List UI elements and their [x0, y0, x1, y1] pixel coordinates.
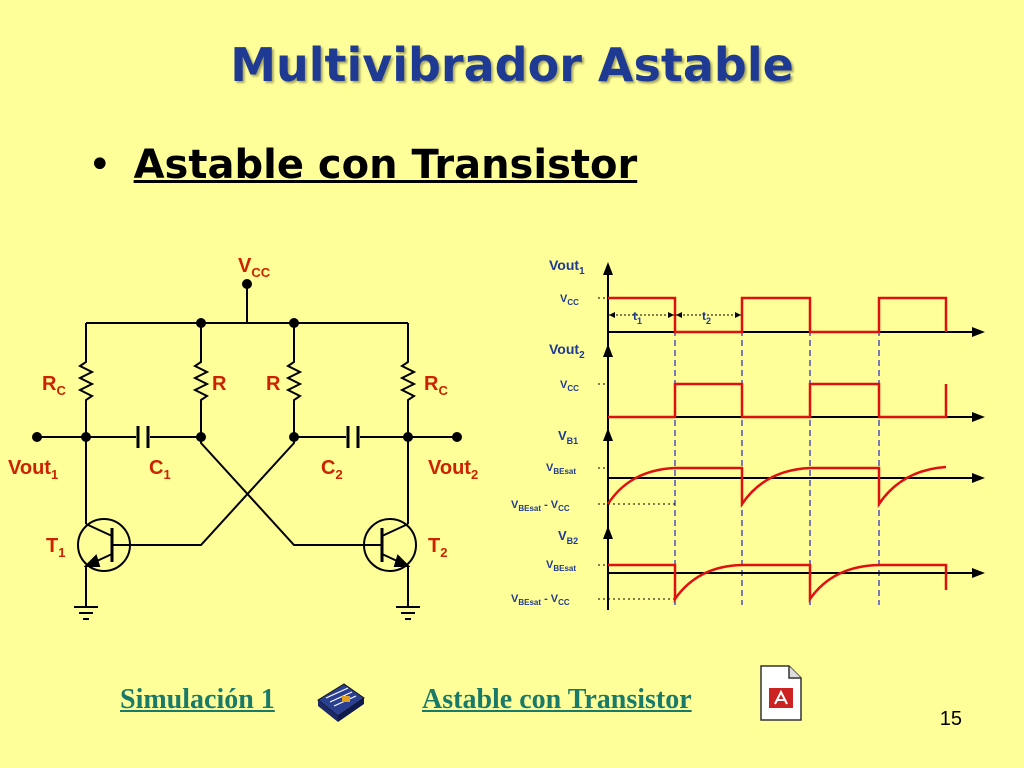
c2-label: C2 — [321, 457, 343, 482]
wave-label-vb1: VB1 — [558, 428, 578, 446]
bullet-heading: • Astable con Transistor — [88, 142, 637, 188]
vout1-label: Vout1 — [8, 457, 58, 482]
astable-circuit — [32, 279, 462, 620]
wave-label-t1: t1 — [633, 309, 642, 326]
cross-wire-right — [131, 437, 295, 546]
wave-vout2 — [608, 382, 948, 419]
r-left-label: R — [212, 373, 227, 395]
wave-vout1 — [608, 296, 948, 334]
wave-label-vb2: VB2 — [558, 528, 578, 546]
rc-left-label: RC — [42, 373, 66, 398]
vout2-terminal — [452, 432, 462, 442]
vout2-label: Vout2 — [428, 457, 478, 482]
wave-label-vcc1: VCC — [560, 293, 579, 307]
document-link[interactable]: Astable con Transistor — [422, 684, 692, 715]
bullet-text: Astable con Transistor — [133, 142, 638, 188]
resistor-rc-left — [77, 323, 95, 437]
wave-label-vbesat-vcc1: VBEsat - VCC — [511, 499, 570, 513]
transistor-t2 — [363, 518, 417, 607]
wave-label-vbesat1: VBEsat — [546, 462, 576, 476]
wave-vb2 — [608, 563, 948, 603]
ground-icon — [74, 606, 98, 620]
simulation-app-icon[interactable] — [314, 680, 368, 724]
wave-label-vbesat2: VBEsat — [546, 559, 576, 573]
simulation-link[interactable]: Simulación 1 — [120, 684, 275, 715]
link-bar: Simulación 1 Astable con Transistor — [0, 665, 1024, 728]
c1-label: C1 — [149, 457, 171, 482]
ground-icon — [396, 606, 420, 620]
pdf-document-icon[interactable] — [759, 664, 803, 722]
vout1-terminal — [32, 432, 42, 442]
rc-right-label: RC — [424, 373, 448, 398]
wave-label-vout1: Vout1 — [549, 257, 585, 277]
vcc-terminal — [242, 279, 252, 289]
vcc-label: VCC — [238, 255, 271, 280]
wave-vb1 — [606, 465, 947, 509]
r-right-label: R — [266, 373, 281, 395]
bullet-dot: • — [88, 142, 112, 188]
t2-label: T2 — [428, 535, 447, 560]
wave-label-vcc2: VCC — [560, 379, 579, 393]
resistor-r-right — [285, 323, 303, 437]
page-number: 15 — [939, 708, 962, 730]
cross-wire-left — [200, 437, 364, 546]
wave-label-t2: t2 — [702, 309, 711, 326]
slide-title: Multivibrador Astable — [230, 38, 794, 92]
wave-label-vbesat-vcc2: VBEsat - VCC — [511, 593, 570, 607]
transistor-t1 — [77, 518, 131, 607]
wave-label-vout2: Vout2 — [549, 341, 585, 361]
resistor-r-left — [192, 323, 210, 437]
resistor-rc-right — [399, 323, 417, 437]
t1-label: T1 — [46, 535, 65, 560]
timing-diagram — [598, 262, 985, 610]
